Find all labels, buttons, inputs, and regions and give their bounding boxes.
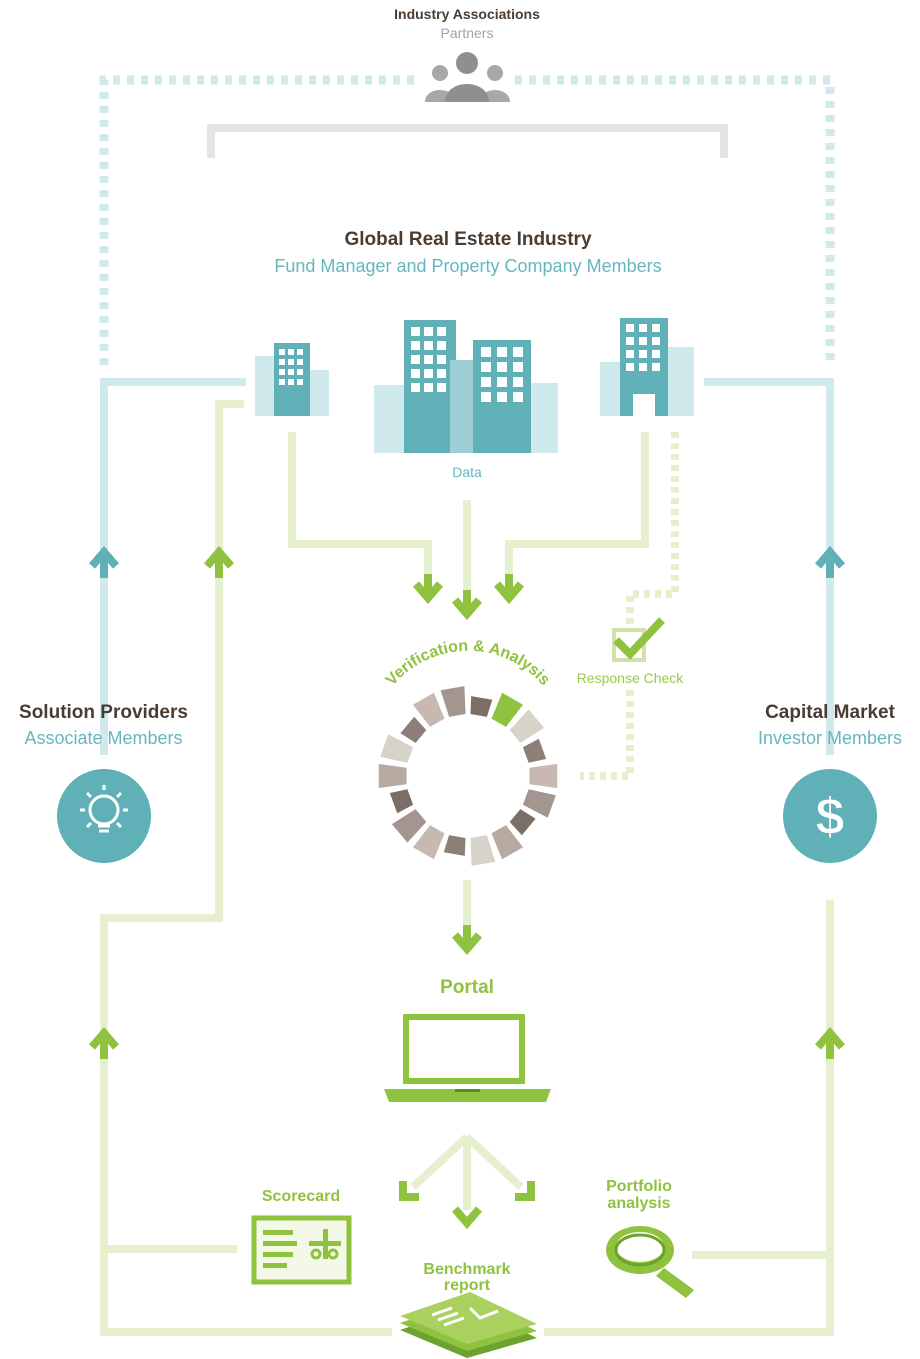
data-flow-lines xyxy=(288,432,649,595)
wheel-segment xyxy=(509,709,545,743)
building-right-icon xyxy=(600,318,694,416)
report-stack-icon xyxy=(400,1292,537,1358)
response-check-label: Response Check xyxy=(576,670,684,686)
wheel-to-portal-arrow xyxy=(451,925,483,956)
partners-title: Industry Associations xyxy=(394,6,540,22)
wheel-segment xyxy=(470,835,496,866)
wheel-segment xyxy=(491,692,523,727)
portfolio-label-line1: Portfolio xyxy=(606,1178,672,1195)
people-icon xyxy=(425,52,510,102)
wheel-segment xyxy=(491,825,523,860)
left-teal-connector xyxy=(88,378,246,755)
building-left-icon xyxy=(255,343,329,416)
wheel-segment xyxy=(378,763,407,789)
magnifier-icon xyxy=(606,1226,694,1298)
solution-providers-subtitle: Associate Members xyxy=(24,728,183,748)
scorecard-label: Scorecard xyxy=(261,1188,341,1205)
wheel-segment xyxy=(400,716,427,743)
right-green-loop xyxy=(544,900,834,1336)
svg-text:$: $ xyxy=(816,788,845,846)
laptop-icon xyxy=(384,1014,551,1102)
wheel-segment xyxy=(509,809,536,836)
verification-wheel xyxy=(378,686,558,866)
capital-market-subtitle: Investor Members xyxy=(757,728,903,748)
response-check-dotted-line xyxy=(580,432,679,780)
lightbulb-icon xyxy=(57,769,151,863)
portal-output-lines xyxy=(410,1134,524,1210)
industry-title: Global Real Estate Industry xyxy=(344,229,592,250)
verification-arc-label: Verification & Analysis xyxy=(383,638,553,689)
solution-providers-title: Solution Providers xyxy=(19,702,188,723)
portal-output-arrows xyxy=(399,1181,535,1230)
right-green-arrow-up xyxy=(814,1026,846,1059)
wheel-segment xyxy=(440,686,466,717)
wheel-segment xyxy=(443,835,466,856)
right-teal-connector xyxy=(704,378,846,755)
left-green-arrow-up-lower xyxy=(88,1026,120,1059)
left-green-arrow-up xyxy=(203,545,235,578)
wheel-segment xyxy=(522,789,556,818)
wheel-segment xyxy=(413,692,445,727)
wheel-segment xyxy=(413,825,445,860)
dollar-icon: $ xyxy=(783,769,877,863)
partners-subtitle: Partners xyxy=(440,25,494,41)
left-green-loop xyxy=(100,400,392,1336)
scorecard-icon xyxy=(251,1215,352,1285)
partners-dotted-loop xyxy=(99,75,835,365)
wheel-segment xyxy=(380,734,414,763)
capital-market-title: Capital Market xyxy=(765,702,895,723)
wheel-segment xyxy=(389,789,414,814)
wheel-segment xyxy=(470,696,493,717)
partners-bracket xyxy=(207,124,728,158)
benchmark-label-line1: Benchmark xyxy=(423,1261,511,1278)
data-flow-arrows xyxy=(412,574,525,621)
benchmark-label-line2: report xyxy=(443,1277,491,1294)
industry-subtitle: Fund Manager and Property Company Member… xyxy=(274,256,662,276)
checkmark-icon xyxy=(612,617,665,662)
portfolio-label-line2: analysis xyxy=(607,1195,671,1212)
wheel-segment xyxy=(391,809,427,843)
wheel-segment xyxy=(522,738,547,763)
portal-label: Portal xyxy=(440,977,494,998)
data-label: Data xyxy=(452,464,482,480)
building-center-icon xyxy=(374,320,558,453)
wheel-segment xyxy=(529,763,558,789)
